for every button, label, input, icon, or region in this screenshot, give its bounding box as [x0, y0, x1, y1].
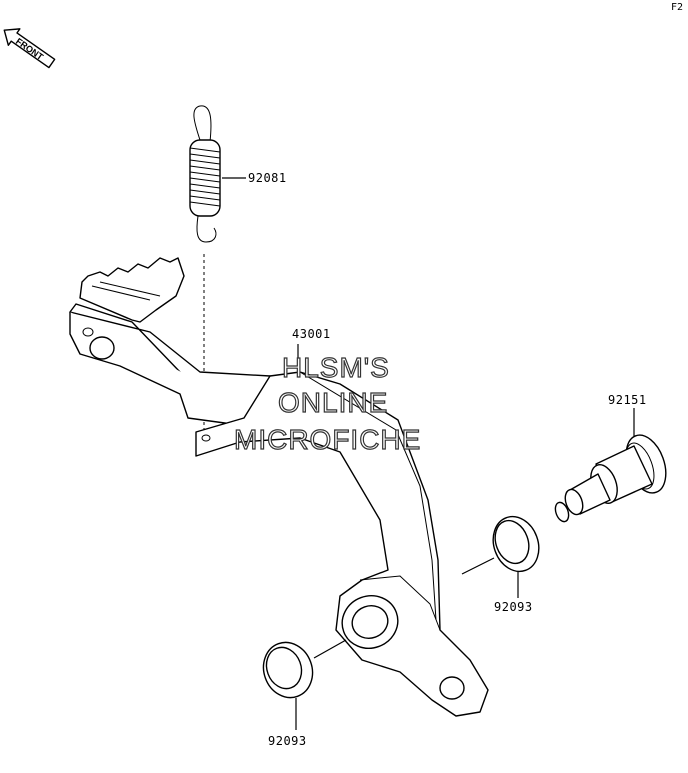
- spring-92081: [189, 105, 246, 243]
- watermark-line1: HLSM'S: [282, 352, 390, 383]
- seal-92093-right: [461, 515, 540, 598]
- brake-pedal-43001: [69, 257, 489, 717]
- part-label-43001: 43001: [292, 327, 331, 341]
- page-code: F2: [671, 2, 683, 13]
- part-label-92093-right: 92093: [494, 600, 533, 614]
- pivot-bushing: [341, 595, 399, 649]
- part-label-92093-left: 92093: [268, 734, 307, 748]
- watermark-line2: ONLINE: [278, 387, 388, 418]
- shaft-92151: [554, 408, 667, 523]
- part-label-92081: 92081: [248, 171, 287, 185]
- watermark: HLSM'S ONLINE MICROFICHE: [233, 351, 421, 455]
- front-arrow-icon: FRONT: [3, 28, 56, 69]
- part-label-92151: 92151: [608, 393, 647, 407]
- watermark-line3: MICROFICHE: [234, 424, 421, 455]
- seal-92093-left: [262, 639, 347, 730]
